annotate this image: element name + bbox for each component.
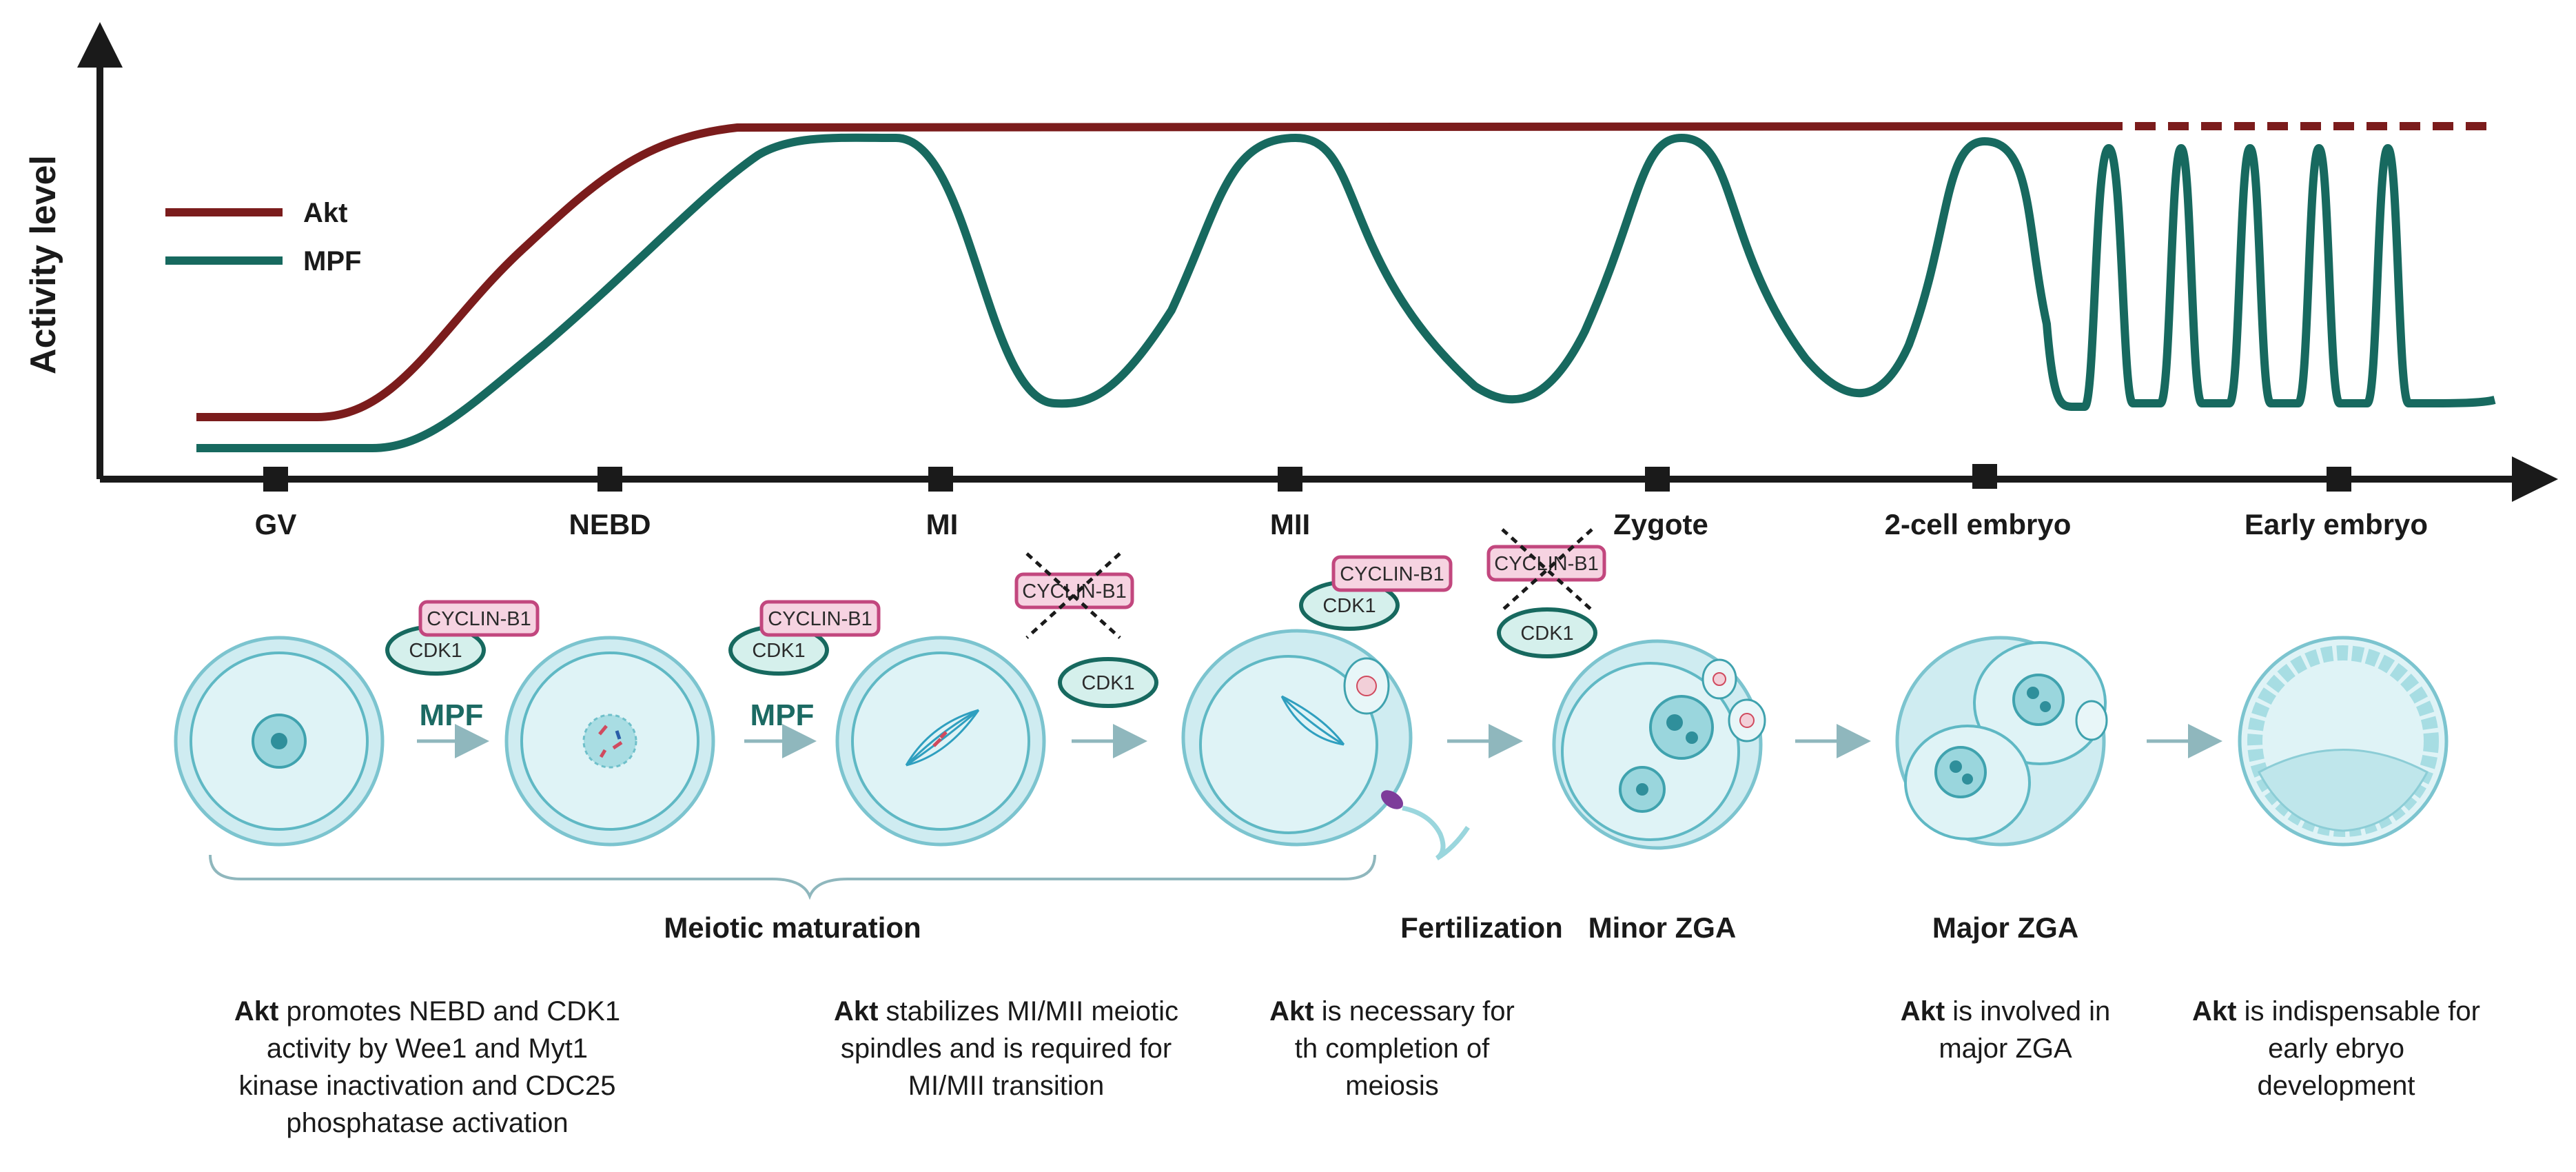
note-line: major ZGA — [1939, 1033, 2072, 1064]
note-akt-bold: Akt — [234, 996, 279, 1027]
tick-2cell — [1972, 464, 1997, 489]
cdk1-label: CDK1 — [409, 640, 462, 662]
note-nebd: Akt promotes NEBD and CDK1 activity by W… — [200, 993, 655, 1142]
cyclin-b1-label: CYCLIN-B1 — [1494, 553, 1599, 575]
legend: Akt MPF — [165, 198, 361, 276]
tick-nebd — [597, 467, 622, 492]
cross-out-icon — [1501, 528, 1593, 612]
stage-ticks — [263, 464, 2351, 492]
inner-cell-mass — [2257, 749, 2429, 832]
cdk1-label: CDK1 — [1322, 595, 1376, 617]
mpf-label-1: MPF — [420, 698, 484, 732]
gv-oocyte — [174, 636, 385, 847]
note-line: is involved in — [1945, 996, 2111, 1027]
mi-oocyte — [835, 636, 1046, 847]
note-line: meiosis — [1345, 1071, 1439, 1101]
stage-label-gv: GV — [255, 508, 297, 540]
note-line: promotes NEBD and CDK1 — [278, 996, 621, 1027]
note-line: phosphatase activation — [286, 1108, 569, 1138]
mii-oocyte — [1181, 629, 1413, 847]
mpf-complex-1: CDK1 CYCLIN-B1 — [385, 600, 540, 676]
note-line: MI/MII transition — [908, 1071, 1105, 1101]
cyclin-b1-label: CYCLIN-B1 — [768, 608, 872, 630]
pronucleus-1 — [1649, 695, 1714, 760]
x-axis-arrowhead — [2512, 456, 2558, 502]
cdk1-label: CDK1 — [1520, 623, 1573, 645]
note-line: stabilizes MI/MII meiotic — [878, 996, 1179, 1027]
tick-early-embryo — [2327, 467, 2351, 492]
process-meiotic-maturation: Meiotic maturation — [664, 911, 921, 944]
process-minor-zga: Minor ZGA — [1588, 911, 1737, 944]
note-line: is necessary for — [1313, 996, 1515, 1027]
note-akt-bold: Akt — [2192, 996, 2237, 1027]
mpf-curve — [196, 133, 2496, 452]
stage-label-mi: MI — [926, 508, 959, 540]
process-major-zga: Major ZGA — [1932, 911, 2078, 944]
note-line: spindles and is required for — [840, 1033, 1172, 1064]
stage-label-zygote: Zygote — [1613, 508, 1708, 540]
chart-axes — [77, 22, 2558, 502]
stage-label-2cell: 2-cell embryo — [1885, 508, 2072, 540]
stage-label-mii: MII — [1270, 508, 1310, 540]
process-fertilization: Fertilization — [1400, 911, 1563, 944]
legend-mpf-label: MPF — [303, 246, 361, 276]
zygote — [1552, 639, 1766, 850]
cyclin-b1-label: CYCLIN-B1 — [1340, 563, 1444, 585]
note-line: is indispensable for — [2236, 996, 2480, 1027]
tick-mii — [1278, 467, 1302, 492]
tick-mi — [928, 467, 953, 492]
mpf-label-2: MPF — [750, 698, 815, 732]
y-axis-arrowhead — [77, 22, 123, 68]
note-akt-bold: Akt — [1900, 996, 1945, 1027]
mpf-complex-2: CDK1 CYCLIN-B1 — [728, 600, 881, 676]
chromosomes-icon — [598, 725, 623, 758]
note-early-embryo: Akt is indispensable for early ebryo dev… — [2171, 993, 2502, 1104]
note-akt-bold: Akt — [833, 996, 879, 1027]
y-axis-label: Activity level — [23, 155, 63, 374]
degraded-cyclin-2: CYCLIN-B1 CDK1 — [1486, 528, 1606, 658]
stage-label-early-embryo: Early embryo — [2245, 508, 2428, 540]
note-akt-bold: Akt — [1269, 996, 1314, 1027]
note-line: development — [2257, 1071, 2415, 1101]
early-embryo-blastocyst — [2238, 636, 2449, 847]
note-line: early ebryo — [2268, 1033, 2404, 1064]
cyclin-b1-label: CYCLIN-B1 — [1022, 580, 1127, 603]
note-spindles: Akt stabilizes MI/MII meiotic spindles a… — [793, 993, 1220, 1104]
two-cell-embryo — [1895, 636, 2108, 847]
tick-zygote — [1645, 467, 1670, 492]
tick-gv — [263, 467, 288, 492]
cdk1-label: CDK1 — [752, 640, 805, 662]
stage-label-nebd: NEBD — [569, 508, 651, 540]
note-line: kinase inactivation and CDC25 — [238, 1071, 616, 1101]
mii-spindle-icon — [1280, 695, 1345, 746]
degraded-cyclin-1: CYCLIN-B1 CDK1 — [1014, 552, 1158, 708]
mpf-complex-3: CDK1 CYCLIN-B1 — [1299, 555, 1453, 631]
akt-curve — [196, 120, 2103, 421]
note-meiosis: Akt is necessary for th completion of me… — [1234, 993, 1551, 1104]
meiotic-maturation-brace — [209, 854, 1376, 900]
note-line: th completion of — [1294, 1033, 1490, 1064]
sperm-icon — [1380, 790, 1470, 861]
cyclin-b1-label: CYCLIN-B1 — [427, 608, 531, 630]
dissolving-nucleus — [582, 714, 637, 769]
cdk1-label: CDK1 — [1081, 672, 1134, 694]
legend-akt-label: Akt — [303, 198, 347, 228]
note-major-zga: Akt is involved in major ZGA — [1847, 993, 2164, 1067]
nucleolus — [271, 733, 287, 749]
note-line: activity by Wee1 and Myt1 — [266, 1033, 589, 1064]
nebd-oocyte — [504, 636, 715, 847]
